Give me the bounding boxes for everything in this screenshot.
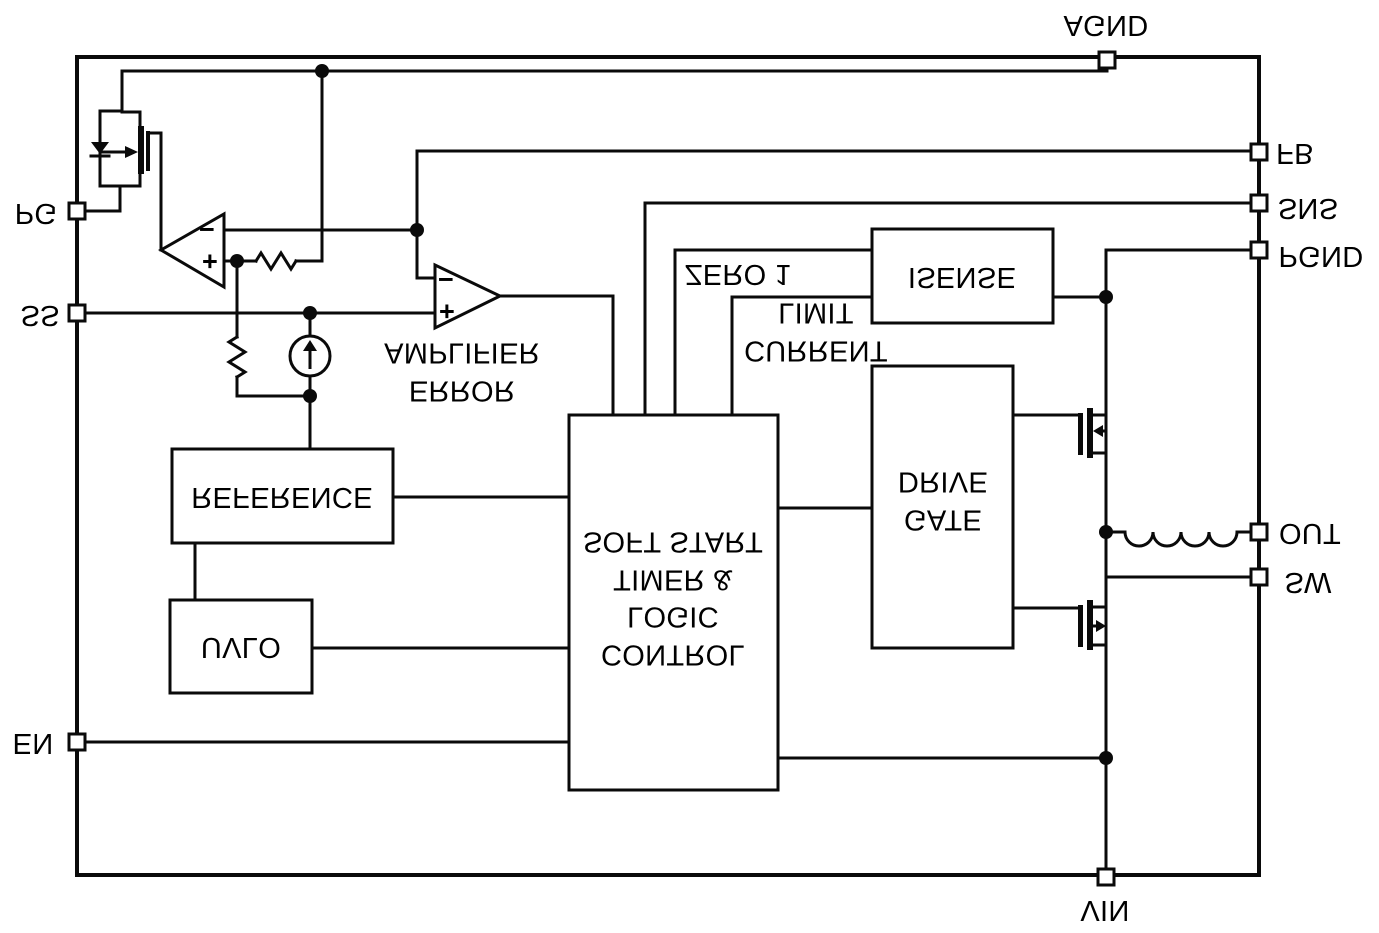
package-pads: [67, 50, 1269, 887]
pad-ss: [67, 303, 87, 323]
pg-mosfet-body-arrow-icon: [125, 146, 138, 158]
fb-and-error-amp-wires: [415, 149, 1253, 417]
pad-agnd: [1097, 50, 1117, 70]
pad-out: [1249, 522, 1269, 542]
reference-block: [170, 447, 395, 545]
hs-mosfet-body-arrow-icon: [1093, 425, 1103, 437]
current-source-arrow-icon: [303, 340, 317, 351]
isense-block: [870, 227, 1055, 325]
hs-mosfet-gate-bar: [1078, 413, 1083, 455]
body-diode-icon: [91, 142, 109, 154]
junction-dots: [230, 64, 1113, 765]
soft-start-network-wires: [83, 259, 437, 451]
power-stage-wires: [1011, 248, 1253, 871]
pad-en: [67, 732, 87, 752]
pad-pg: [67, 201, 87, 221]
uvlo-block: [168, 598, 314, 695]
sense-signal-wires: [643, 201, 1253, 417]
pad-pgnd: [1249, 240, 1269, 260]
pad-sns: [1249, 193, 1269, 213]
pg-mosfet-channel-bar: [138, 126, 144, 174]
pg-comparator-symbol: [158, 211, 226, 290]
hs-mosfet-channel-bar: [1087, 408, 1093, 458]
gate-drive-block: [870, 364, 1015, 650]
chip-outline: [75, 55, 1261, 877]
control-logic-block: [567, 413, 780, 792]
pad-sw: [1249, 567, 1269, 587]
pad-fb: [1249, 142, 1269, 162]
block-interconnect-wires: [83, 495, 1108, 760]
pad-vin: [1096, 867, 1116, 887]
pg-mosfet-gate-bar: [146, 131, 150, 171]
ls-mosfet-gate-bar: [1078, 605, 1083, 647]
ls-mosfet-body-arrow-icon: [1096, 620, 1106, 632]
ls-mosfet-channel-bar: [1087, 600, 1093, 650]
error-amplifier-symbol: [433, 262, 504, 331]
